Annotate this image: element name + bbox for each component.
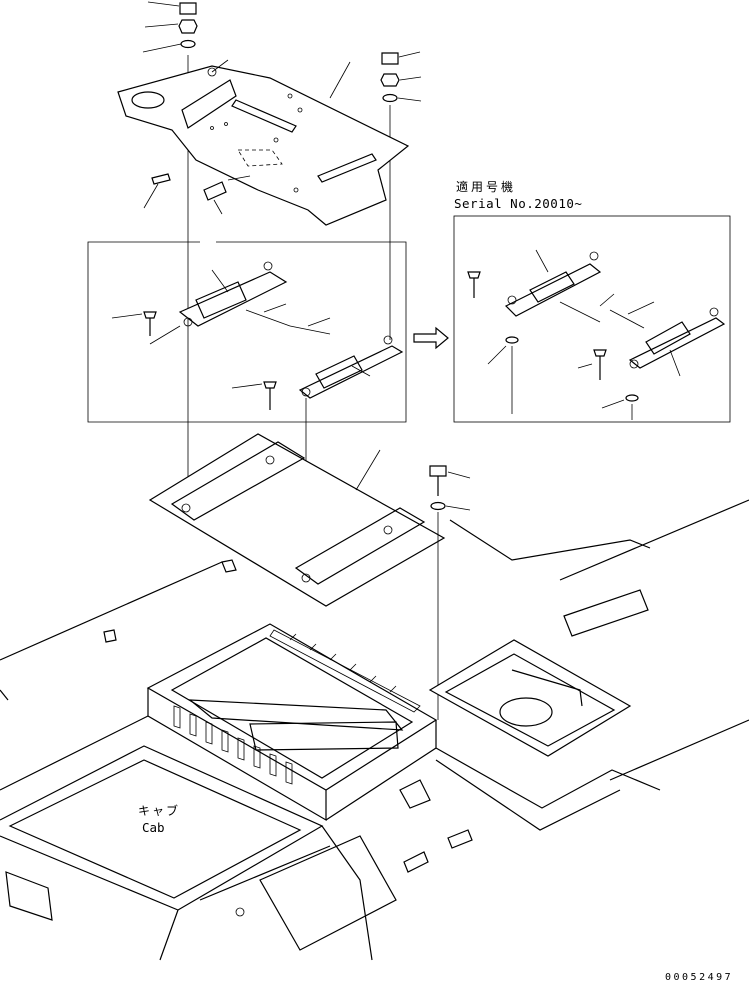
vent-slots xyxy=(173,705,293,785)
clip-and-pin xyxy=(143,173,251,215)
serial-number-label: Serial No.20010~ xyxy=(454,196,583,211)
variant-arrow xyxy=(413,326,449,350)
upper-mount-plate xyxy=(117,59,410,226)
cab-label-jp: キャブ xyxy=(138,804,181,818)
cab-floor xyxy=(0,499,749,961)
cab-label-en: Cab xyxy=(142,820,165,835)
variant-slide-rail xyxy=(453,215,731,423)
seat-base-plate xyxy=(148,433,446,607)
right-fastener-stack xyxy=(380,51,422,340)
applicable-serial-label-jp: 適用号機 xyxy=(456,180,517,194)
document-number: 00052497 xyxy=(665,972,734,983)
